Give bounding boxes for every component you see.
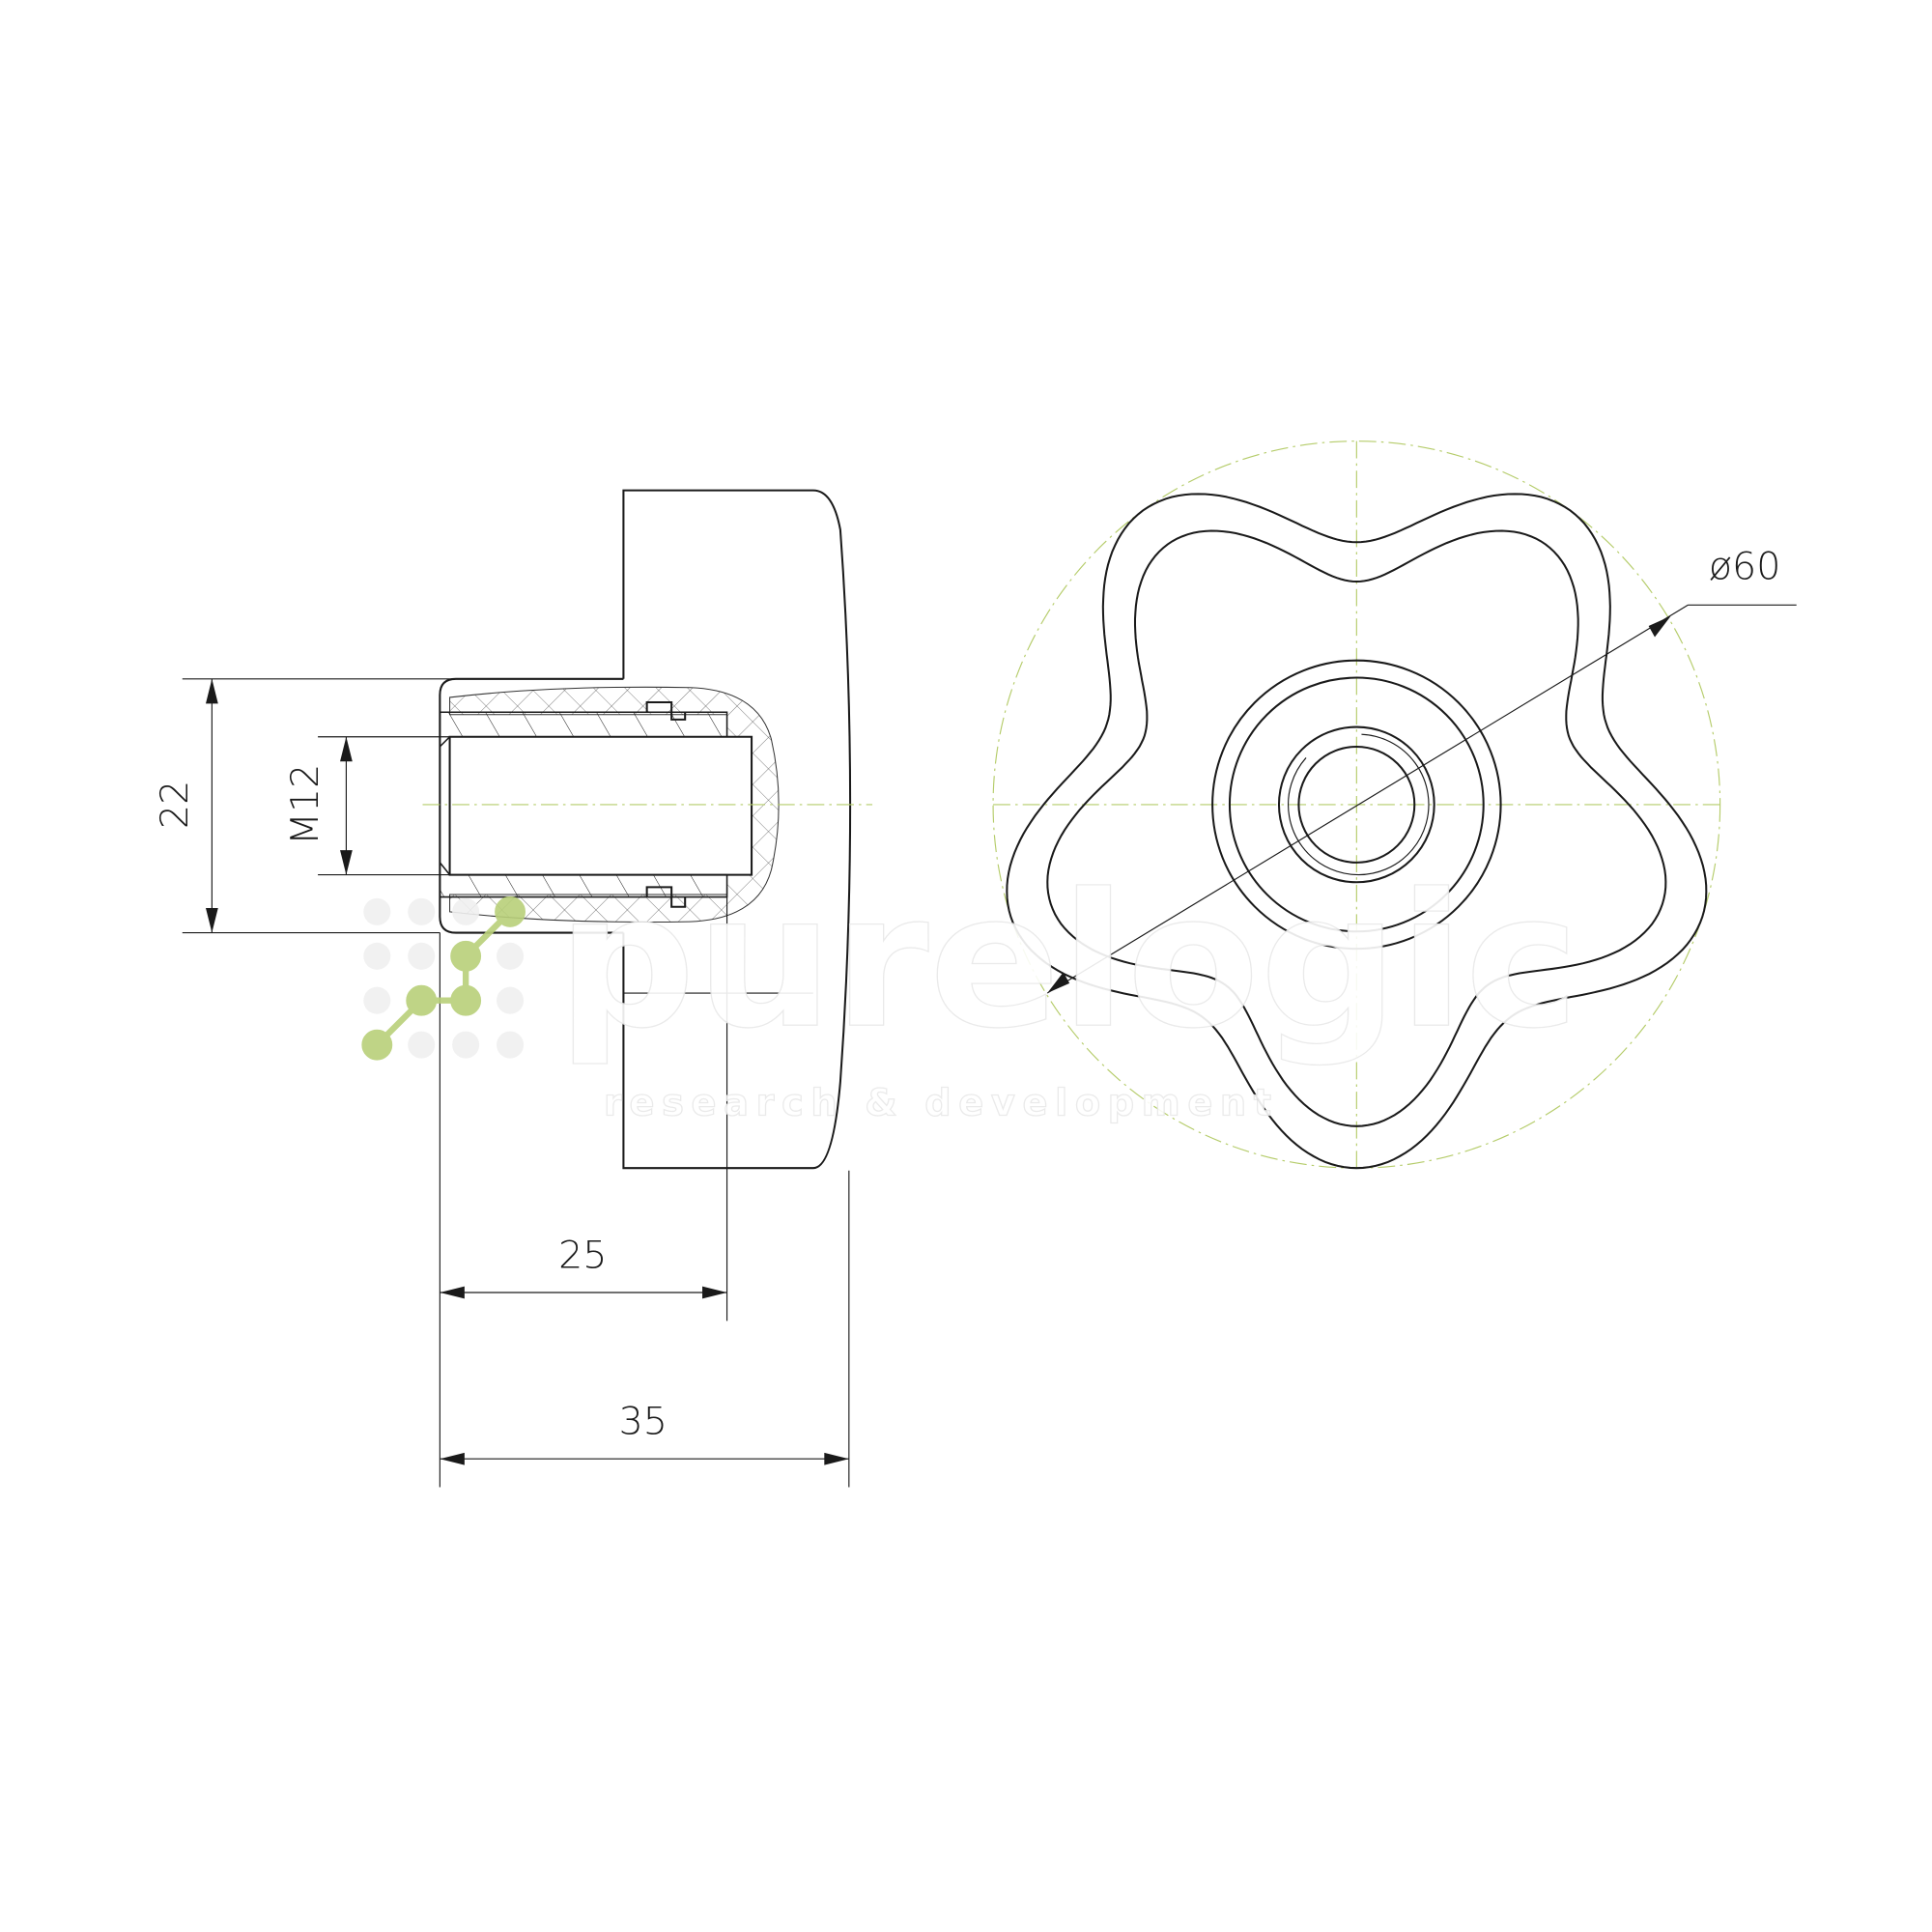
- watermark-logo: purelogic research & development: [361, 854, 1580, 1125]
- hub-circle-inner: [1228, 676, 1485, 933]
- insert-groove: [645, 701, 687, 908]
- watermark-brand: purelogic: [557, 854, 1580, 1069]
- dimension-22: 22: [153, 678, 624, 934]
- dim-35-label: 35: [619, 1400, 668, 1444]
- dimension-m12: M12: [283, 736, 450, 876]
- dim-22-label: 22: [153, 781, 197, 829]
- dim-diameter-label: ø60: [1709, 544, 1781, 588]
- bore-circle: [1297, 745, 1416, 864]
- thread-arc: [1288, 733, 1430, 876]
- knob-body-outline: [622, 489, 852, 1170]
- dimension-25: 25: [439, 887, 728, 1488]
- hub-outline: [439, 677, 624, 934]
- dim-m12-label: M12: [283, 764, 327, 845]
- dimension-35: 35: [440, 1170, 850, 1488]
- bore-outline: [448, 735, 753, 876]
- insert-circle: [1277, 725, 1435, 884]
- knob-inner-lobes: [1046, 529, 1667, 1127]
- watermark-tagline: research & development: [604, 1081, 1279, 1124]
- front-view: ø60: [992, 440, 1797, 1170]
- dim-25-label: 25: [558, 1234, 607, 1278]
- knob-outer-lobes: [1006, 493, 1708, 1170]
- hub-circle-outer: [1211, 659, 1502, 951]
- side-view: [422, 489, 873, 1170]
- diameter-leader: [1046, 604, 1689, 994]
- logo-graph-icon: [361, 895, 526, 1061]
